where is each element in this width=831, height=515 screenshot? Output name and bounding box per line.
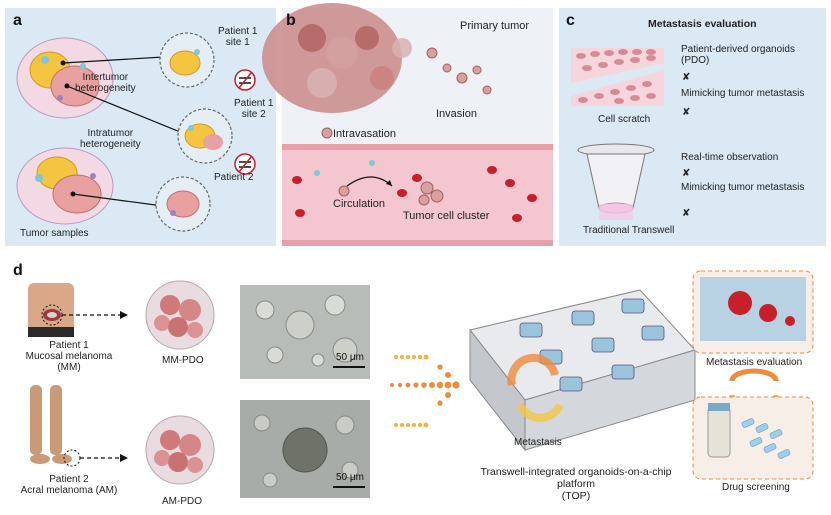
label-tumor-cell-cluster: Tumor cell cluster <box>403 210 490 222</box>
label-intertumor: Intertumor heterogeneity <box>75 72 136 94</box>
label-traditional-transwell: Traditional Transwell <box>583 225 675 236</box>
primary-tumor-mass <box>262 3 412 113</box>
panel-d-illustration <box>28 270 814 498</box>
not-equal-icon-1 <box>234 69 256 91</box>
tumor-cell-cluster <box>418 181 444 206</box>
panel-c-title: Metastasis evaluation <box>648 18 757 30</box>
blood-vessel <box>282 146 553 246</box>
label-patient1-site2: Patient 1 site 2 <box>234 98 274 120</box>
tumor-sample-lower <box>16 147 114 225</box>
top-chip-platform <box>469 289 696 452</box>
label-realtime: Real-time observation <box>681 152 779 163</box>
arrow-dots-upper <box>394 354 429 360</box>
label-metastasis: Metastasis <box>514 437 562 448</box>
mm-pdo-organoid <box>145 280 215 350</box>
panel-a-label: a <box>13 12 22 29</box>
panel-b-label: b <box>286 12 296 29</box>
cross-icon-mimicking-1: ✘ <box>682 107 691 118</box>
drug-screening-inset <box>692 396 814 480</box>
label-mimicking-1: Mimicking tumor metastasis <box>681 88 805 99</box>
patient2-legs-image <box>30 385 81 467</box>
panel-c-label: c <box>566 12 575 29</box>
label-top-platform: Transwell-integrated organoids-on-a-chip… <box>480 466 672 502</box>
cross-icon-realtime: ✘ <box>682 168 691 179</box>
magnified-patient-2 <box>155 176 211 232</box>
label-mimicking-2: Mimicking tumor metastasis <box>681 182 805 193</box>
label-primary-tumor: Primary tumor <box>460 20 530 32</box>
scale-bar-label-am: 50 μm <box>336 472 364 483</box>
label-drug-screening: Drug screening <box>722 482 790 493</box>
cross-icon-mimicking-2: ✘ <box>682 208 691 219</box>
arrow-dots-lower <box>394 422 429 428</box>
panel-b-illustration <box>262 3 553 246</box>
label-patient1-site1: Patient 1 site 1 <box>218 26 258 48</box>
cell-scratch-illustration <box>571 48 664 106</box>
invading-cells <box>321 47 492 139</box>
label-patient2: Patient 2 <box>214 172 254 183</box>
label-circulation: Circulation <box>333 198 385 210</box>
scale-bar-am <box>333 486 365 488</box>
scale-bar-label-mm: 50 μm <box>336 352 364 363</box>
am-pdo-micrograph <box>240 400 370 498</box>
panel-c-illustration <box>571 48 664 220</box>
panel-d-label: d <box>13 262 23 279</box>
patient1-face-image <box>28 283 74 337</box>
tumor-sample-upper <box>16 37 114 119</box>
label-patient1-mm: Patient 1 Mucosal melanoma (MM) <box>25 340 113 373</box>
magnified-site-1 <box>159 32 215 88</box>
magnified-site-2 <box>177 108 233 164</box>
traditional-transwell-illustration <box>577 143 655 220</box>
label-patient2-am: Patient 2 Acral melanoma (AM) <box>20 474 118 496</box>
red-blood-cells <box>292 166 537 222</box>
not-equal-icon-2 <box>234 153 256 175</box>
arrow-dots-middle <box>390 364 460 406</box>
panel-a-illustration <box>16 32 256 232</box>
label-intratumor: Intratumor heterogeneity <box>80 128 141 150</box>
mm-pdo-micrograph <box>240 285 370 379</box>
label-am-pdo: AM-PDO <box>162 496 202 507</box>
label-tumor-samples: Tumor samples <box>20 228 89 239</box>
label-intravasation: Intravasation <box>333 128 396 140</box>
cross-icon-pdo: ✘ <box>682 72 691 83</box>
metastasis-evaluation-inset <box>692 270 814 354</box>
label-pdo: Patient-derived organoids (PDO) <box>681 44 795 66</box>
label-cell-scratch: Cell scratch <box>598 114 651 125</box>
am-pdo-organoid <box>145 415 215 485</box>
label-invasion: Invasion <box>436 108 477 120</box>
label-mm-pdo: MM-PDO <box>162 355 204 366</box>
label-metastasis-evaluation: Metastasis evaluation <box>706 357 803 368</box>
scale-bar-mm <box>333 366 365 368</box>
